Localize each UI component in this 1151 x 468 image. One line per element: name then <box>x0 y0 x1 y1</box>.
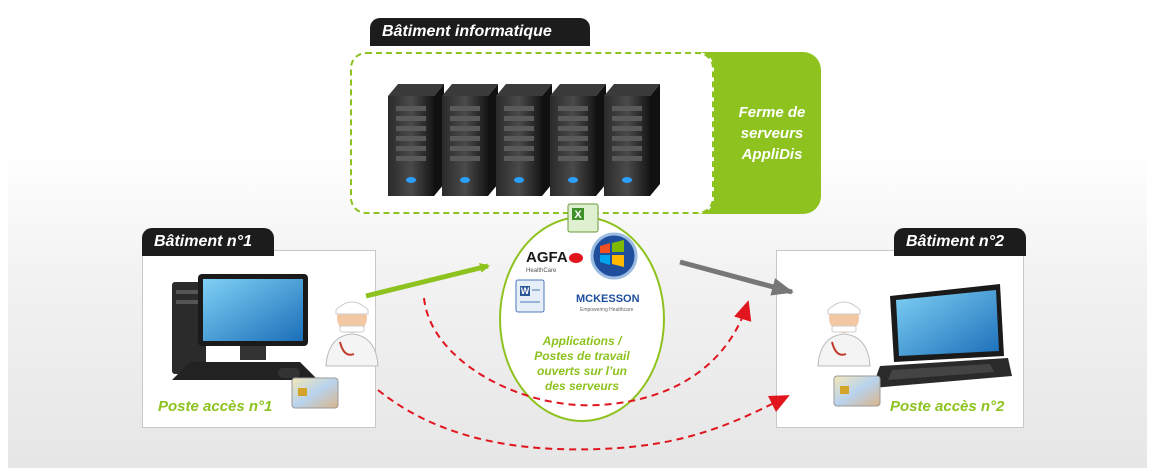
farm-label-line: Ferme de <box>738 104 806 121</box>
apps-text-line: ouverts sur l’un <box>536 364 628 378</box>
applications-description: Applications / Postes de travail ouverts… <box>508 334 656 394</box>
agfa-logo-text: AGFA <box>526 249 568 266</box>
poste-acces-2-label: Poste accès n°2 <box>890 398 1005 415</box>
farm-label-line: serveurs <box>740 125 804 142</box>
building-1-label: Bâtiment n°1 <box>142 228 274 256</box>
apps-text-line: des serveurs <box>544 379 620 393</box>
doctor-icon <box>817 301 871 367</box>
mckesson-logo: MCKESSON Empowering Healthcare <box>576 293 640 313</box>
server-icon <box>442 84 498 196</box>
poste-acces-1-label: Poste accès n°1 <box>158 398 273 415</box>
server-icon <box>550 84 606 196</box>
smart-card-icon <box>291 377 339 409</box>
server-icon <box>604 84 660 196</box>
mckesson-sub-text: Empowering Healthcare <box>580 307 634 313</box>
excel-icon: X <box>567 203 599 233</box>
desktop-computer-icon <box>172 274 318 380</box>
doctor-icon <box>325 301 379 367</box>
server-farm-label: Ferme de serveurs AppliDis <box>716 102 828 165</box>
server-icon <box>388 84 444 196</box>
red-dashed-arrow-lower <box>377 389 790 451</box>
server-rack-group <box>388 84 660 196</box>
apps-text-line: Applications / <box>542 334 622 348</box>
agfa-sub-text: HealthCare <box>526 268 557 274</box>
laptop-icon <box>872 284 1012 388</box>
svg-text:X: X <box>574 209 582 221</box>
applications-circle <box>499 216 665 422</box>
farm-label-line: AppliDis <box>741 146 803 163</box>
building-it-label: Bâtiment informatique <box>370 18 590 46</box>
gray-arrow <box>679 259 794 296</box>
svg-text:W: W <box>521 286 530 296</box>
server-icon <box>496 84 552 196</box>
apps-text-line: Postes de travail <box>534 349 630 363</box>
green-arrow <box>365 263 490 299</box>
word-icon: W <box>515 279 545 313</box>
building-2-label: Bâtiment n°2 <box>894 228 1026 256</box>
agfa-logo: AGFA HealthCare <box>526 249 583 274</box>
windows7-icon <box>590 232 638 280</box>
smart-card-icon <box>833 375 881 407</box>
mckesson-logo-text: MCKESSON <box>576 293 640 305</box>
